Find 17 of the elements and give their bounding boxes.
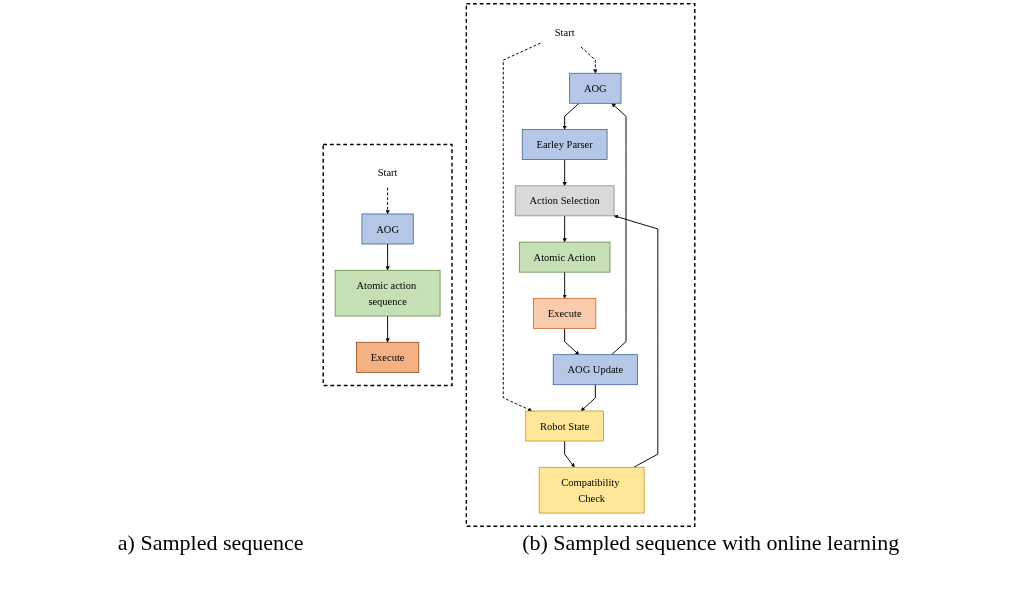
node-box: Compatibility Check	[538, 466, 645, 514]
node-text: Start	[377, 166, 398, 179]
node-box: Execute	[532, 298, 596, 329]
node-box: Atomic action sequence	[334, 269, 440, 317]
node-box: Atomic Action	[518, 241, 610, 273]
node-box: Robot State	[524, 410, 604, 442]
node-box: AOG	[568, 72, 621, 104]
node-box: Earley Parser	[521, 129, 607, 160]
node-text: Start	[554, 26, 575, 38]
node-box: Execute	[355, 341, 419, 373]
node-box: Action Selection	[514, 185, 614, 217]
panel-caption: (b) Sampled sequence with online learning	[522, 530, 900, 556]
cluster	[322, 143, 453, 387]
panel-caption: a) Sampled sequence	[117, 530, 304, 556]
node-box: AOG Update	[552, 354, 638, 386]
cluster	[465, 3, 695, 527]
node-box: AOG	[361, 213, 414, 245]
